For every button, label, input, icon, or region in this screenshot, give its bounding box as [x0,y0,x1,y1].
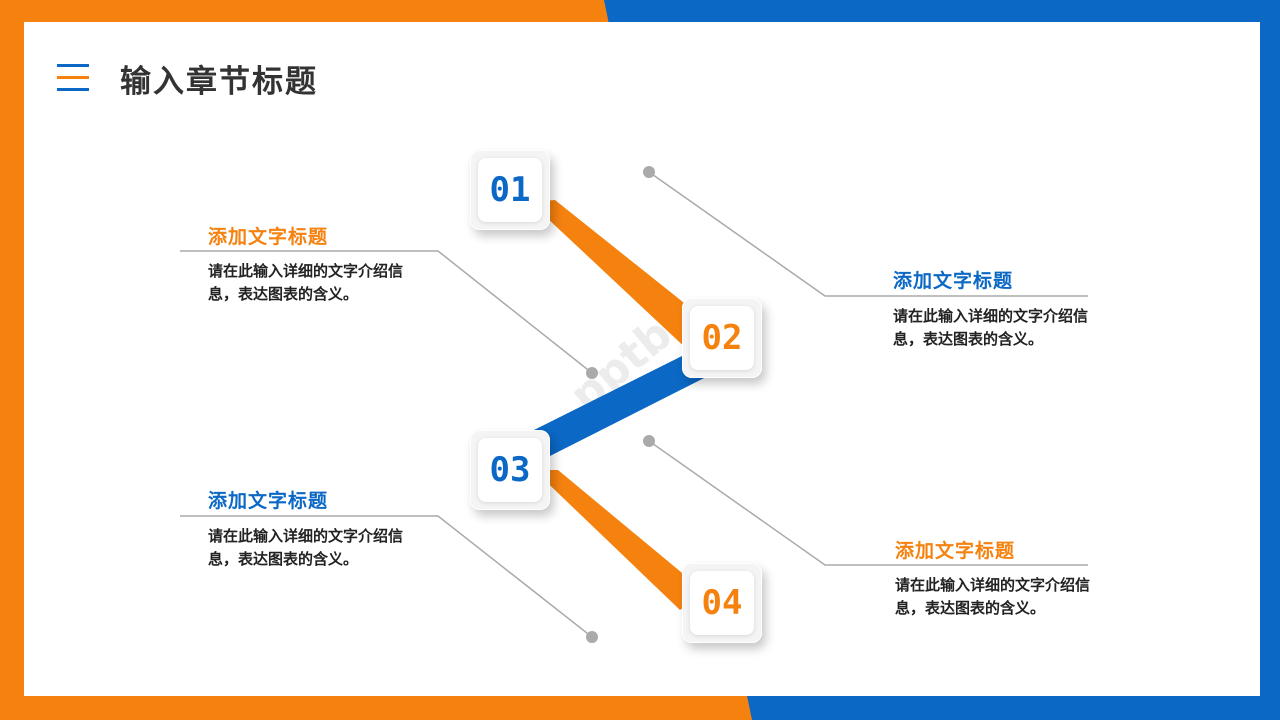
connector-02-03 [534,352,716,458]
node-04-label: 04 [690,571,754,635]
leader-line-2 [648,171,1088,297]
node-02: 02 [682,298,762,378]
item-1-title: 添加文字标题 [208,226,329,248]
connector-01-02 [530,200,718,352]
leader-line-3 [180,515,593,638]
item-3-title: 添加文字标题 [208,490,329,512]
leader-dot-4 [643,435,655,447]
leader-dot-1 [586,367,598,379]
node-01: 01 [470,150,550,230]
item-4-title: 添加文字标题 [895,540,1016,562]
leader-line-4 [648,440,1088,566]
item-3-desc: 请在此输入详细的文字介绍信息，表达图表的含义。 [208,527,404,568]
page-title: 输入章节标题 [120,64,318,100]
item-1-desc: 请在此输入详细的文字介绍信息，表达图表的含义。 [208,262,404,303]
leader-dot-2 [643,166,655,178]
item-4-desc: 请在此输入详细的文字介绍信息，表达图表的含义。 [895,576,1091,617]
leader-line-1 [180,250,593,374]
slide-card [24,22,1260,696]
node-01-label: 01 [478,158,542,222]
leader-dot-3 [586,631,598,643]
node-03-label: 03 [478,438,542,502]
connector-03-04 [534,470,705,610]
item-2-title: 添加文字标题 [893,270,1014,292]
item-2-desc: 请在此输入详细的文字介绍信息，表达图表的含义。 [893,307,1089,348]
node-04: 04 [682,563,762,643]
node-03: 03 [470,430,550,510]
menu-icon [57,64,89,92]
node-02-label: 02 [690,306,754,370]
